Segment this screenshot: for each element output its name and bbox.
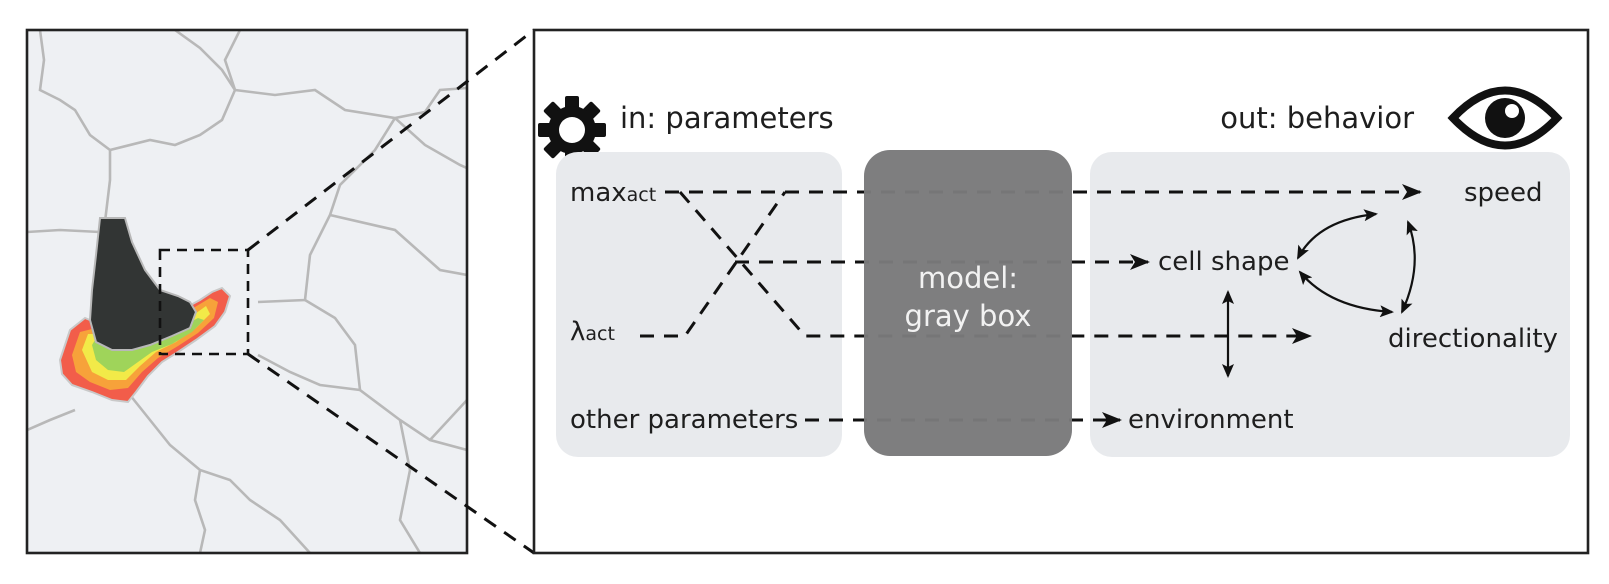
migrating-cell: [58, 217, 232, 404]
input-other-parameters: other parameters: [570, 405, 798, 435]
arrow-shape-speed: [1297, 209, 1378, 260]
behavior-interactions: [1222, 209, 1418, 378]
zoom-region: [158, 248, 250, 356]
model-label-line1: model:: [918, 261, 1018, 295]
simulation-panel: [25, 28, 469, 555]
model-label-line2: gray box: [905, 299, 1032, 333]
zoom-connectors: [247, 28, 535, 555]
input-lambda-act: λact: [570, 317, 615, 347]
output-directionality: directionality: [1388, 324, 1558, 354]
output-environment: environment: [1128, 405, 1294, 435]
arrow-speed-directionality: [1400, 220, 1418, 314]
outputs-header: out: behavior: [1220, 101, 1414, 135]
inputs-panel: [556, 152, 842, 457]
output-speed: speed: [1464, 178, 1543, 208]
cell-boundaries: [27, 30, 467, 553]
gear-icon: [538, 96, 606, 164]
output-cell-shape: cell shape: [1158, 247, 1289, 277]
model-gray-box: model: gray box: [864, 150, 1072, 456]
eye-icon: [1447, 86, 1563, 150]
inputs-header: in: parameters: [620, 101, 834, 135]
arrow-shape-directionality: [1298, 270, 1394, 318]
input-max-act: maxact: [570, 178, 656, 208]
